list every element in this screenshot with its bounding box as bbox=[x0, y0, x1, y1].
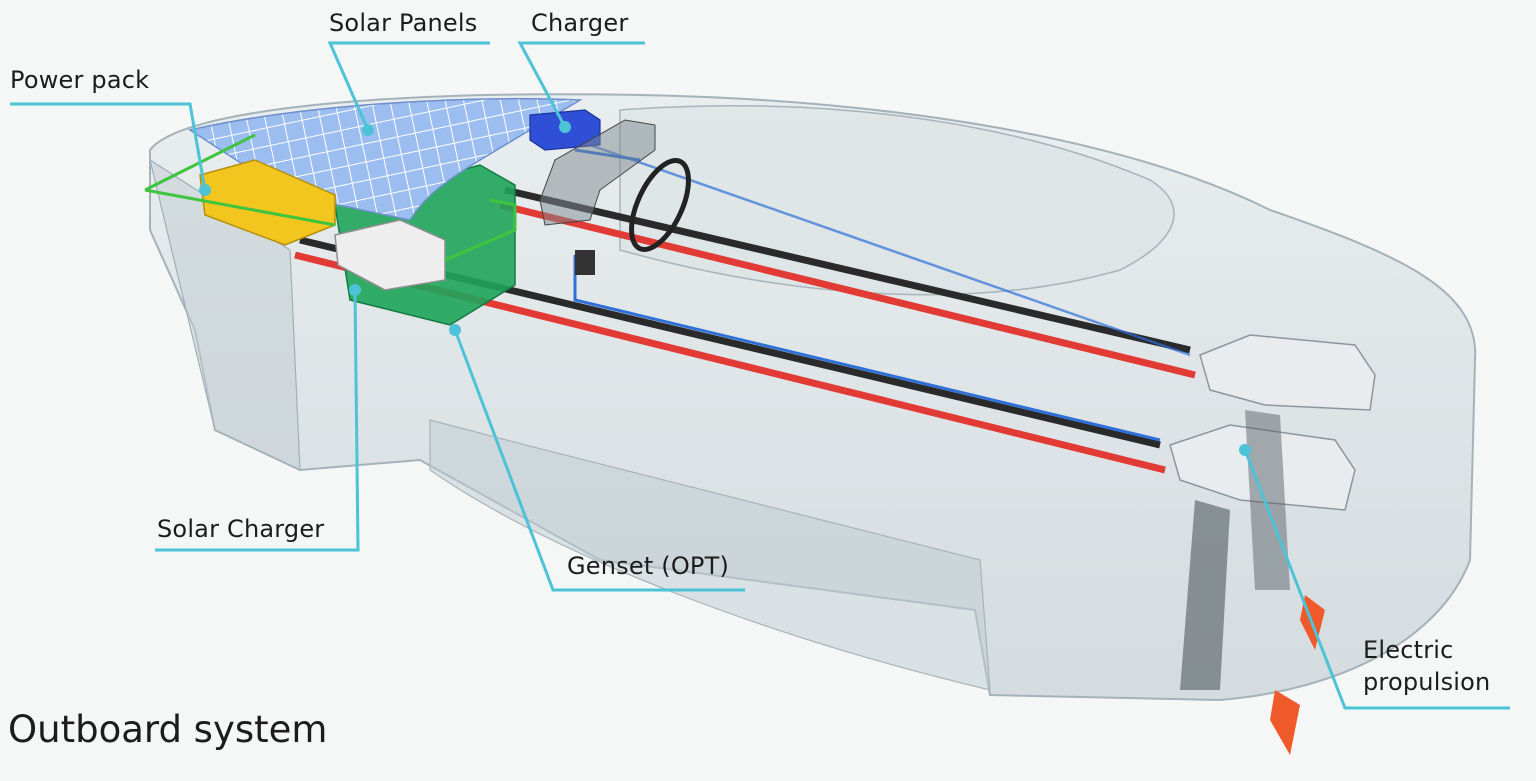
motor-shaft-upper bbox=[1245, 410, 1290, 590]
motor-shaft bbox=[1180, 500, 1230, 690]
label-electric-propulsion-line2: propulsion bbox=[1363, 668, 1491, 696]
label-genset: Genset (OPT) bbox=[567, 552, 730, 580]
callout-solar-panels bbox=[327, 41, 490, 131]
label-electric-propulsion-line1: Electric bbox=[1363, 636, 1454, 664]
label-solar-charger: Solar Charger bbox=[157, 515, 325, 543]
diagram-title: Outboard system bbox=[8, 708, 328, 751]
label-solar-panels: Solar Panels bbox=[329, 9, 478, 37]
hull-keel bbox=[429, 419, 991, 691]
propeller-lower bbox=[1270, 690, 1300, 755]
callout-solar-charger bbox=[155, 289, 360, 552]
callout-charger bbox=[517, 41, 645, 128]
deck-cabin bbox=[619, 105, 1175, 296]
callout-lines bbox=[10, 41, 1510, 710]
cable-red-upper bbox=[499, 201, 1196, 379]
seat-bracket bbox=[575, 250, 595, 275]
callout-electric-propulsion bbox=[1243, 449, 1510, 710]
motor-housing-upper bbox=[1199, 334, 1376, 411]
callout-dots bbox=[199, 121, 1251, 456]
label-power-pack: Power pack bbox=[10, 66, 150, 94]
solar-charger-box bbox=[334, 219, 446, 291]
callout-genset bbox=[453, 329, 745, 592]
steering-wheel bbox=[629, 158, 691, 252]
cable-black-upper bbox=[504, 186, 1191, 354]
electric-motors bbox=[1169, 334, 1376, 755]
callout-power-pack bbox=[10, 102, 207, 191]
label-charger: Charger bbox=[531, 9, 629, 37]
steering-console bbox=[539, 119, 691, 275]
